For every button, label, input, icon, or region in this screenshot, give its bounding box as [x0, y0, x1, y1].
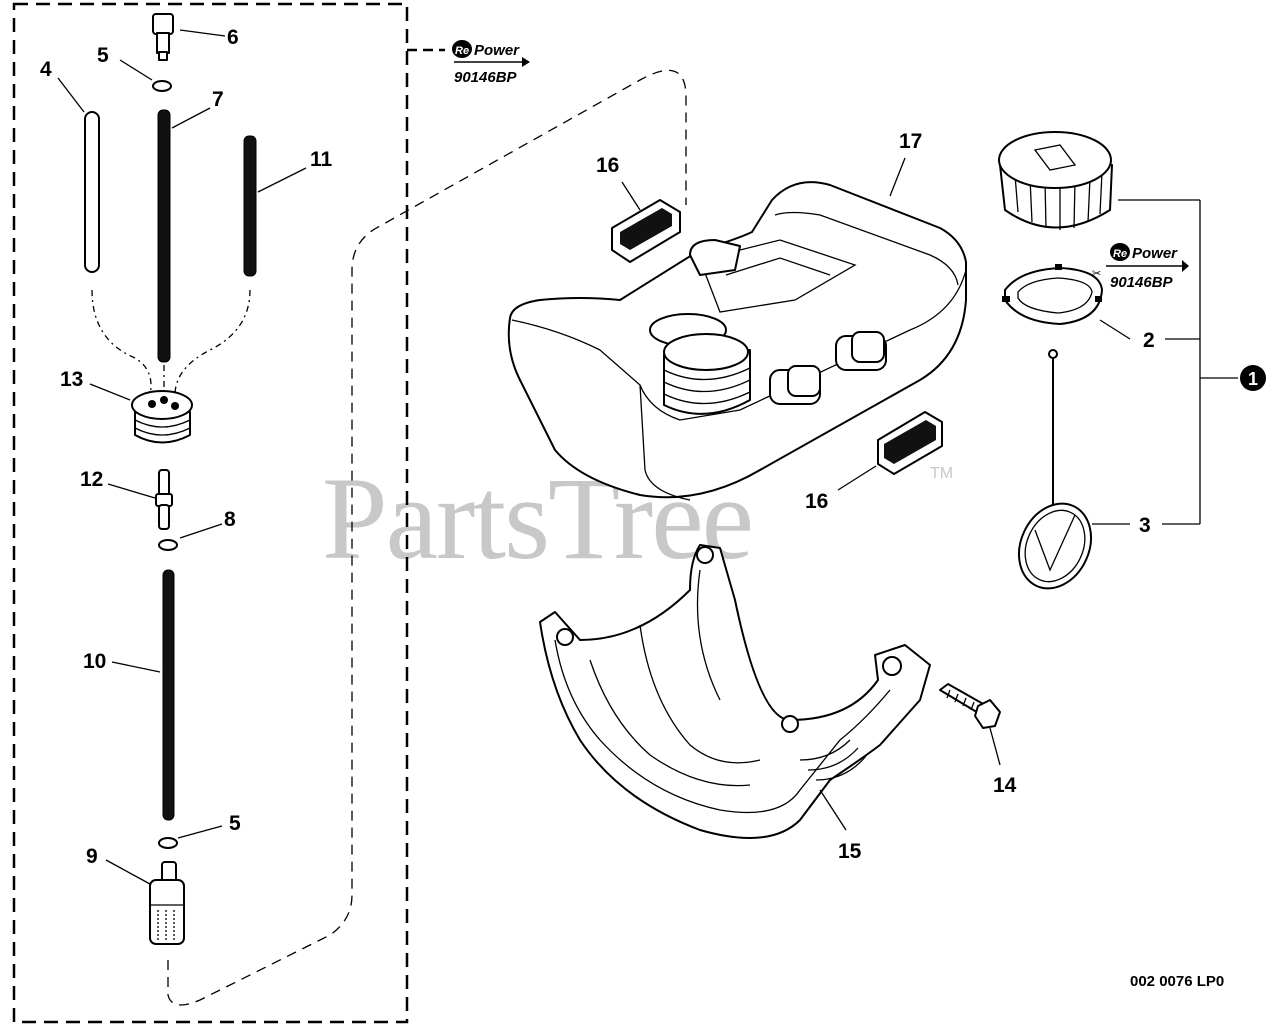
- callout-12: 12: [80, 468, 103, 491]
- callout-11: 11: [310, 148, 333, 171]
- callout-16-top: 16: [596, 154, 619, 177]
- callout-5-bottom: 5: [229, 812, 241, 835]
- callout-4: 4: [40, 58, 52, 81]
- callout-2: 2: [1143, 329, 1155, 352]
- repower-logo-power: Power: [1132, 245, 1178, 262]
- callout-numbers: 6 5 4 7 11 13 12 8 10 5 9 16 17 2 3 16 1…: [40, 26, 1155, 868]
- repower-logo-power: Power: [474, 42, 520, 59]
- part-2-retainer-ring: [1002, 264, 1103, 325]
- callout-5-top: 5: [97, 44, 109, 67]
- part-17-fuel-tank: [507, 181, 967, 501]
- part-11-tube: [243, 135, 257, 277]
- callout-7: 7: [212, 88, 224, 111]
- assembly-marker-circle: [1240, 365, 1266, 391]
- part-9-fuel-filter: [149, 861, 185, 945]
- callout-3: 3: [1139, 514, 1151, 537]
- repower-code: 90146BP: [1110, 274, 1174, 291]
- kit-boundary-box: [12, 2, 409, 1024]
- callout-9: 9: [86, 845, 98, 868]
- part-16-grommet-bottom: [877, 411, 943, 475]
- part-16-grommet-top: [611, 199, 681, 263]
- drawing-reference: 002 0076 LP0: [1130, 973, 1224, 990]
- part-5-oring-bottom: [158, 837, 178, 849]
- guide-line-4: [91, 289, 152, 396]
- leader-lines-right: [621, 157, 1131, 831]
- part-5-oring-top: [152, 80, 172, 92]
- part-15-tank-bracket: [539, 544, 931, 839]
- part-6-fitting: [152, 13, 174, 61]
- part-3-tether-filter: [1018, 349, 1092, 590]
- part-12-fitting: [155, 469, 173, 530]
- repower-badge-kit: Re Power 90146BP: [407, 40, 530, 86]
- part-13-grommet: [131, 390, 193, 444]
- part-14-bolt: [939, 683, 1001, 729]
- repower-code: 90146BP: [454, 69, 518, 86]
- repower-logo-re: Re: [1113, 248, 1127, 260]
- repower-logo-re: Re: [455, 45, 469, 57]
- repower-logo-icon: [1110, 243, 1130, 261]
- callout-10: 10: [83, 650, 106, 673]
- callout-17: 17: [899, 130, 922, 153]
- fuel-line-routing-path: [167, 69, 687, 1006]
- part-7-tube: [157, 109, 171, 363]
- callout-14: 14: [993, 774, 1017, 797]
- svg-text:✂: ✂: [1092, 268, 1101, 280]
- assembly-marker-number: 1: [1248, 369, 1258, 389]
- leader-lines: [57, 29, 307, 885]
- part-8-oring: [158, 539, 178, 551]
- callout-16-bottom: 16: [805, 490, 828, 513]
- callout-8: 8: [224, 508, 236, 531]
- callout-13: 13: [60, 368, 83, 391]
- guide-line-11: [174, 289, 251, 396]
- callout-15: 15: [838, 840, 862, 863]
- assembly-bracket: 1: [1118, 199, 1266, 525]
- part-10-tube: [162, 569, 175, 821]
- repower-badge-cap: Re Power 90146BP ✂: [1092, 243, 1189, 291]
- part-1-fuel-cap: [998, 131, 1113, 230]
- watermark-tm: TM: [930, 465, 953, 482]
- repower-logo-icon: [452, 40, 472, 58]
- part-4-tube: [84, 111, 100, 273]
- callout-6: 6: [227, 26, 239, 49]
